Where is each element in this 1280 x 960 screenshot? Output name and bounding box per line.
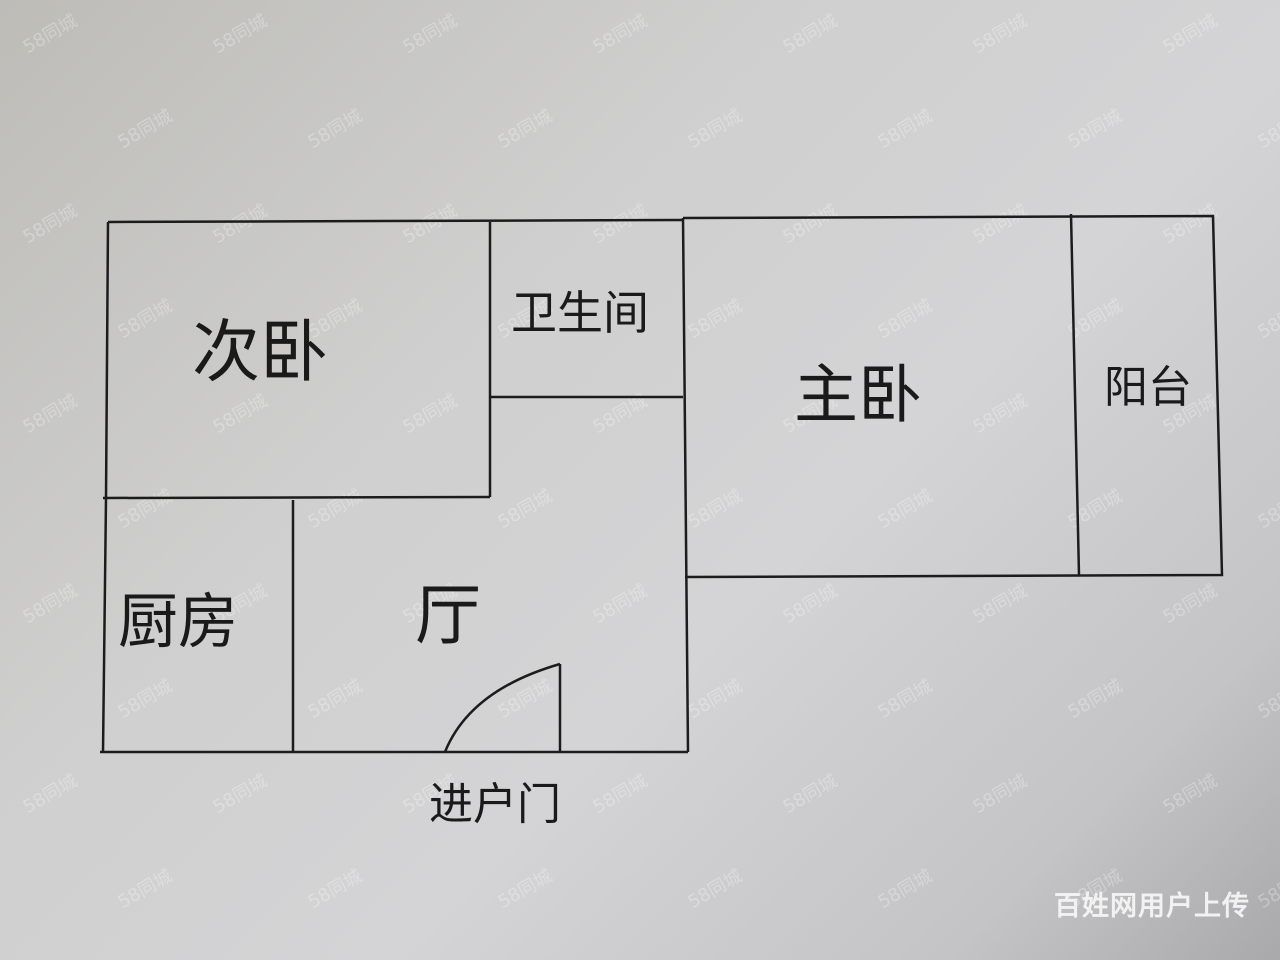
wall-balcony [1069,213,1081,576]
label-living-room: 厅 [415,577,481,654]
label-kitchen: 厨房 [118,587,238,658]
label-second-bedroom: 次卧 [191,313,329,393]
wall-master-outline [682,214,1224,579]
label-master-bedroom: 主卧 [794,359,922,433]
label-bathroom: 卫生间 [511,286,649,340]
label-balcony: 阳台 [1104,362,1192,413]
label-entrance-door: 进户门 [429,779,561,830]
wall-left [101,221,110,753]
upload-caption: 百姓网用户上传 [1054,891,1250,922]
wall-left-block-outline [107,218,684,224]
wall-second-bedroom-bottom [102,495,491,500]
wall-center [681,217,690,753]
door-swing-arc [443,662,561,753]
